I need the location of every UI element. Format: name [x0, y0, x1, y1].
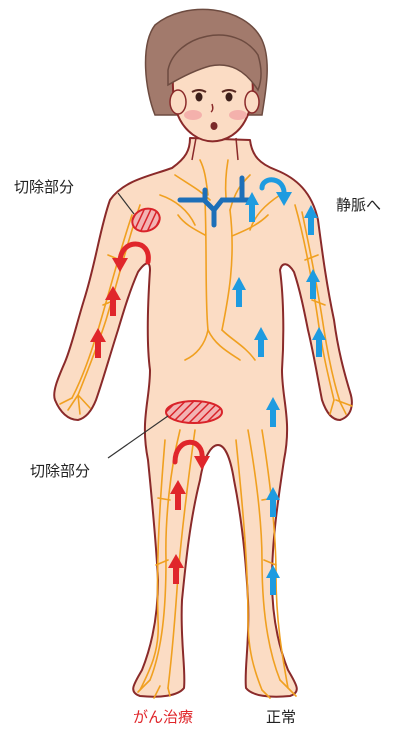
excision-label-groin: 切除部分 — [30, 460, 90, 481]
normal-label: 正常 — [266, 706, 296, 727]
mouth — [211, 122, 218, 130]
to-vein-label: 静脈へ — [336, 194, 381, 215]
left-ear — [170, 90, 186, 114]
right-cheek — [229, 110, 247, 120]
right-ear — [245, 91, 259, 113]
cancer-treatment-label: がん治療 — [133, 706, 193, 727]
left-cheek — [184, 110, 202, 120]
excision-label-axilla: 切除部分 — [14, 176, 74, 197]
excision-area-groin — [166, 401, 222, 423]
